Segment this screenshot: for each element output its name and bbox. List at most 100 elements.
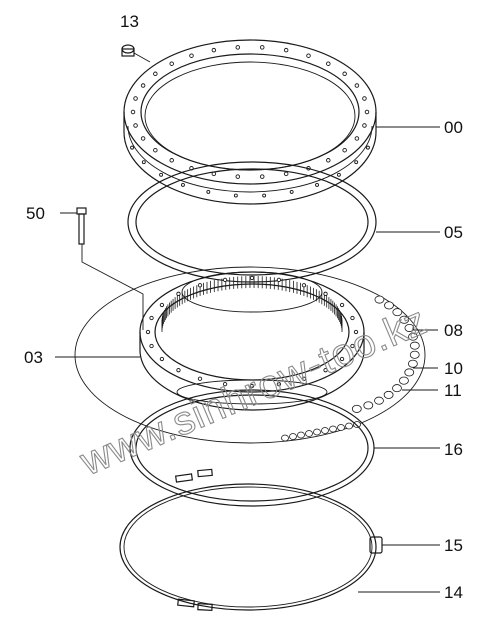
bolt-hole [326, 158, 331, 163]
seal-ring-05 [127, 161, 440, 283]
side-hole [315, 182, 319, 187]
bearing-ball [399, 315, 410, 324]
seal-ring-16 [129, 379, 440, 507]
wire-ring-14 [119, 468, 440, 611]
outer-ring-00 [123, 39, 440, 205]
bearing-ball [392, 384, 402, 393]
bolt-hole [153, 71, 158, 77]
bearing-ball [313, 428, 321, 436]
bolt-hole [159, 356, 165, 362]
bolt-hole [197, 376, 203, 381]
bolt-hole [222, 277, 228, 282]
bolt-hole [301, 283, 307, 288]
bearing-ball [305, 430, 313, 437]
bolt-hole [339, 356, 345, 362]
bolt-hole [339, 302, 345, 308]
bolt-hole [140, 83, 146, 88]
callout-14: 14 [444, 583, 463, 602]
bearing-ball [353, 421, 361, 428]
bolt-hole [323, 291, 328, 296]
bearing-ball [408, 332, 418, 341]
bolt-hole [350, 315, 355, 321]
callout-03: 03 [24, 348, 43, 367]
callout-05: 05 [444, 223, 463, 242]
plug-15 [369, 536, 440, 554]
bolt-hole [326, 61, 331, 66]
bolt-hole [350, 343, 355, 349]
side-hole [289, 189, 294, 194]
side-hole [354, 160, 359, 165]
bolt-hole [323, 368, 328, 373]
bearing-ball [383, 390, 394, 399]
bolt-hole [169, 158, 174, 163]
bolt-hole [235, 45, 241, 50]
gear-teeth [161, 276, 343, 332]
bolt-hole [133, 123, 138, 128]
callout-13: 13 [120, 12, 139, 31]
bolt-hole [362, 123, 367, 128]
watermark: www.sinhrow-too.kz [73, 298, 433, 484]
side-hole [141, 160, 146, 165]
bolt-hole [364, 109, 370, 115]
bolt-hole [283, 171, 289, 177]
side-hole [336, 172, 341, 177]
side-hole [365, 145, 370, 150]
bolt-hole [249, 275, 255, 281]
side-hole [206, 189, 211, 194]
bolt-hole [169, 61, 174, 66]
bolt-hole [159, 302, 165, 308]
bearing-ball [404, 368, 415, 377]
bolt-hole [145, 329, 151, 335]
bolt-hole [149, 343, 154, 349]
bearing-ball [392, 308, 403, 317]
bearing-ball [329, 425, 337, 433]
bearing-ball [409, 350, 420, 359]
callout-10: 10 [444, 359, 463, 378]
bolt-hole [276, 277, 282, 282]
bolt-hole [259, 45, 265, 50]
bearing-ball [374, 396, 384, 405]
bearing-ball [281, 434, 289, 442]
bearing-ball [399, 376, 409, 385]
bolt-13 [121, 44, 151, 63]
callout-15: 15 [444, 536, 463, 555]
bolt-hole [176, 368, 181, 373]
bolt-hole [301, 376, 307, 381]
bolt-hole [222, 382, 228, 387]
side-hole [262, 193, 267, 198]
ball-chain [281, 295, 420, 442]
inner-ring-bolt-holes [145, 275, 359, 389]
bearing-ball [363, 401, 374, 410]
bolt-50 [60, 207, 144, 330]
bolt-hole [153, 147, 158, 153]
bolt-hole [306, 53, 311, 58]
callout-00: 00 [444, 118, 463, 137]
bolt-hole [283, 47, 289, 53]
bearing-ball [404, 323, 415, 332]
bolt-hole [211, 47, 217, 53]
bearing-ball [351, 404, 362, 413]
bearing-ball [407, 359, 418, 368]
bearing-ball [384, 301, 394, 310]
callout-50: 50 [26, 204, 45, 223]
bolt-hole [354, 83, 360, 88]
side-hole [159, 172, 164, 177]
bolt-hole [176, 291, 181, 296]
bearing-ball [409, 341, 420, 350]
bearing-ball [289, 433, 297, 440]
bearing-ball [297, 431, 305, 439]
bolt-hole [259, 174, 265, 179]
side-hole [233, 193, 238, 198]
bolt-hole [189, 53, 194, 58]
side-hole [181, 182, 185, 187]
bolt-hole [235, 174, 241, 179]
bolt-hole [276, 382, 282, 387]
inner-gear-ring-03 [55, 266, 426, 444]
leader-lines-balls [402, 329, 438, 391]
bolt-hole [130, 109, 136, 115]
bolt-hole [342, 147, 347, 153]
callout-16: 16 [444, 440, 463, 459]
callout-08: 08 [444, 321, 463, 340]
bolt-hole [354, 136, 360, 141]
